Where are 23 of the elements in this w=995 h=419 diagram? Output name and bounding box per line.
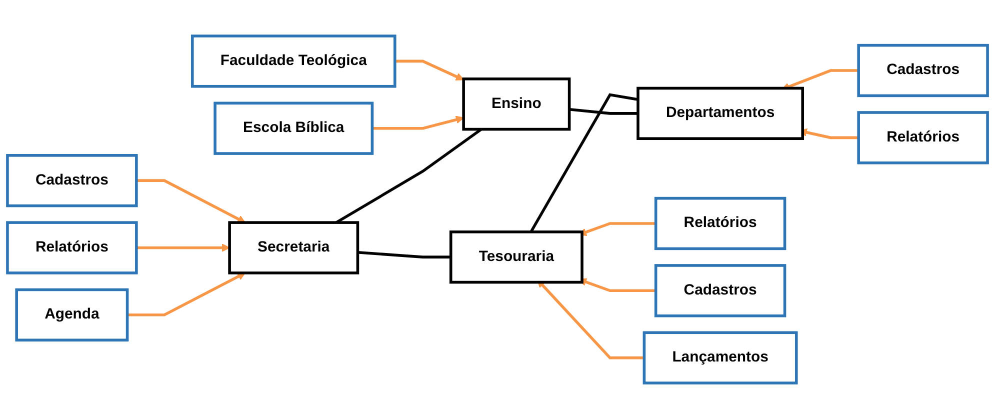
node-box: Cadastros bbox=[6, 154, 138, 208]
node-box: Escola Bíblica bbox=[214, 102, 374, 155]
node-box: Agenda bbox=[15, 288, 129, 342]
connector bbox=[530, 93, 638, 233]
node-box: Cadastros bbox=[857, 44, 989, 98]
arrow bbox=[136, 179, 246, 223]
node-box: Faculdade Teológica bbox=[190, 34, 396, 88]
node-box: Relatórios bbox=[857, 111, 989, 164]
connector bbox=[569, 108, 638, 115]
node-box: Relatórios bbox=[6, 221, 138, 274]
node-box: Ensino bbox=[462, 78, 571, 131]
node-box: Secretaria bbox=[228, 221, 360, 274]
arrow bbox=[394, 60, 464, 80]
arrow bbox=[372, 116, 464, 130]
node-box: Cadastros bbox=[654, 264, 786, 318]
node-box: Relatórios bbox=[654, 196, 786, 250]
arrow bbox=[136, 244, 230, 252]
connector bbox=[358, 250, 451, 258]
node-box: Tesouraria bbox=[449, 230, 584, 284]
node-box: Departamentos bbox=[636, 86, 804, 140]
arrow bbox=[127, 272, 246, 316]
node-box: Lançamentos bbox=[642, 331, 798, 384]
connector bbox=[335, 128, 482, 224]
